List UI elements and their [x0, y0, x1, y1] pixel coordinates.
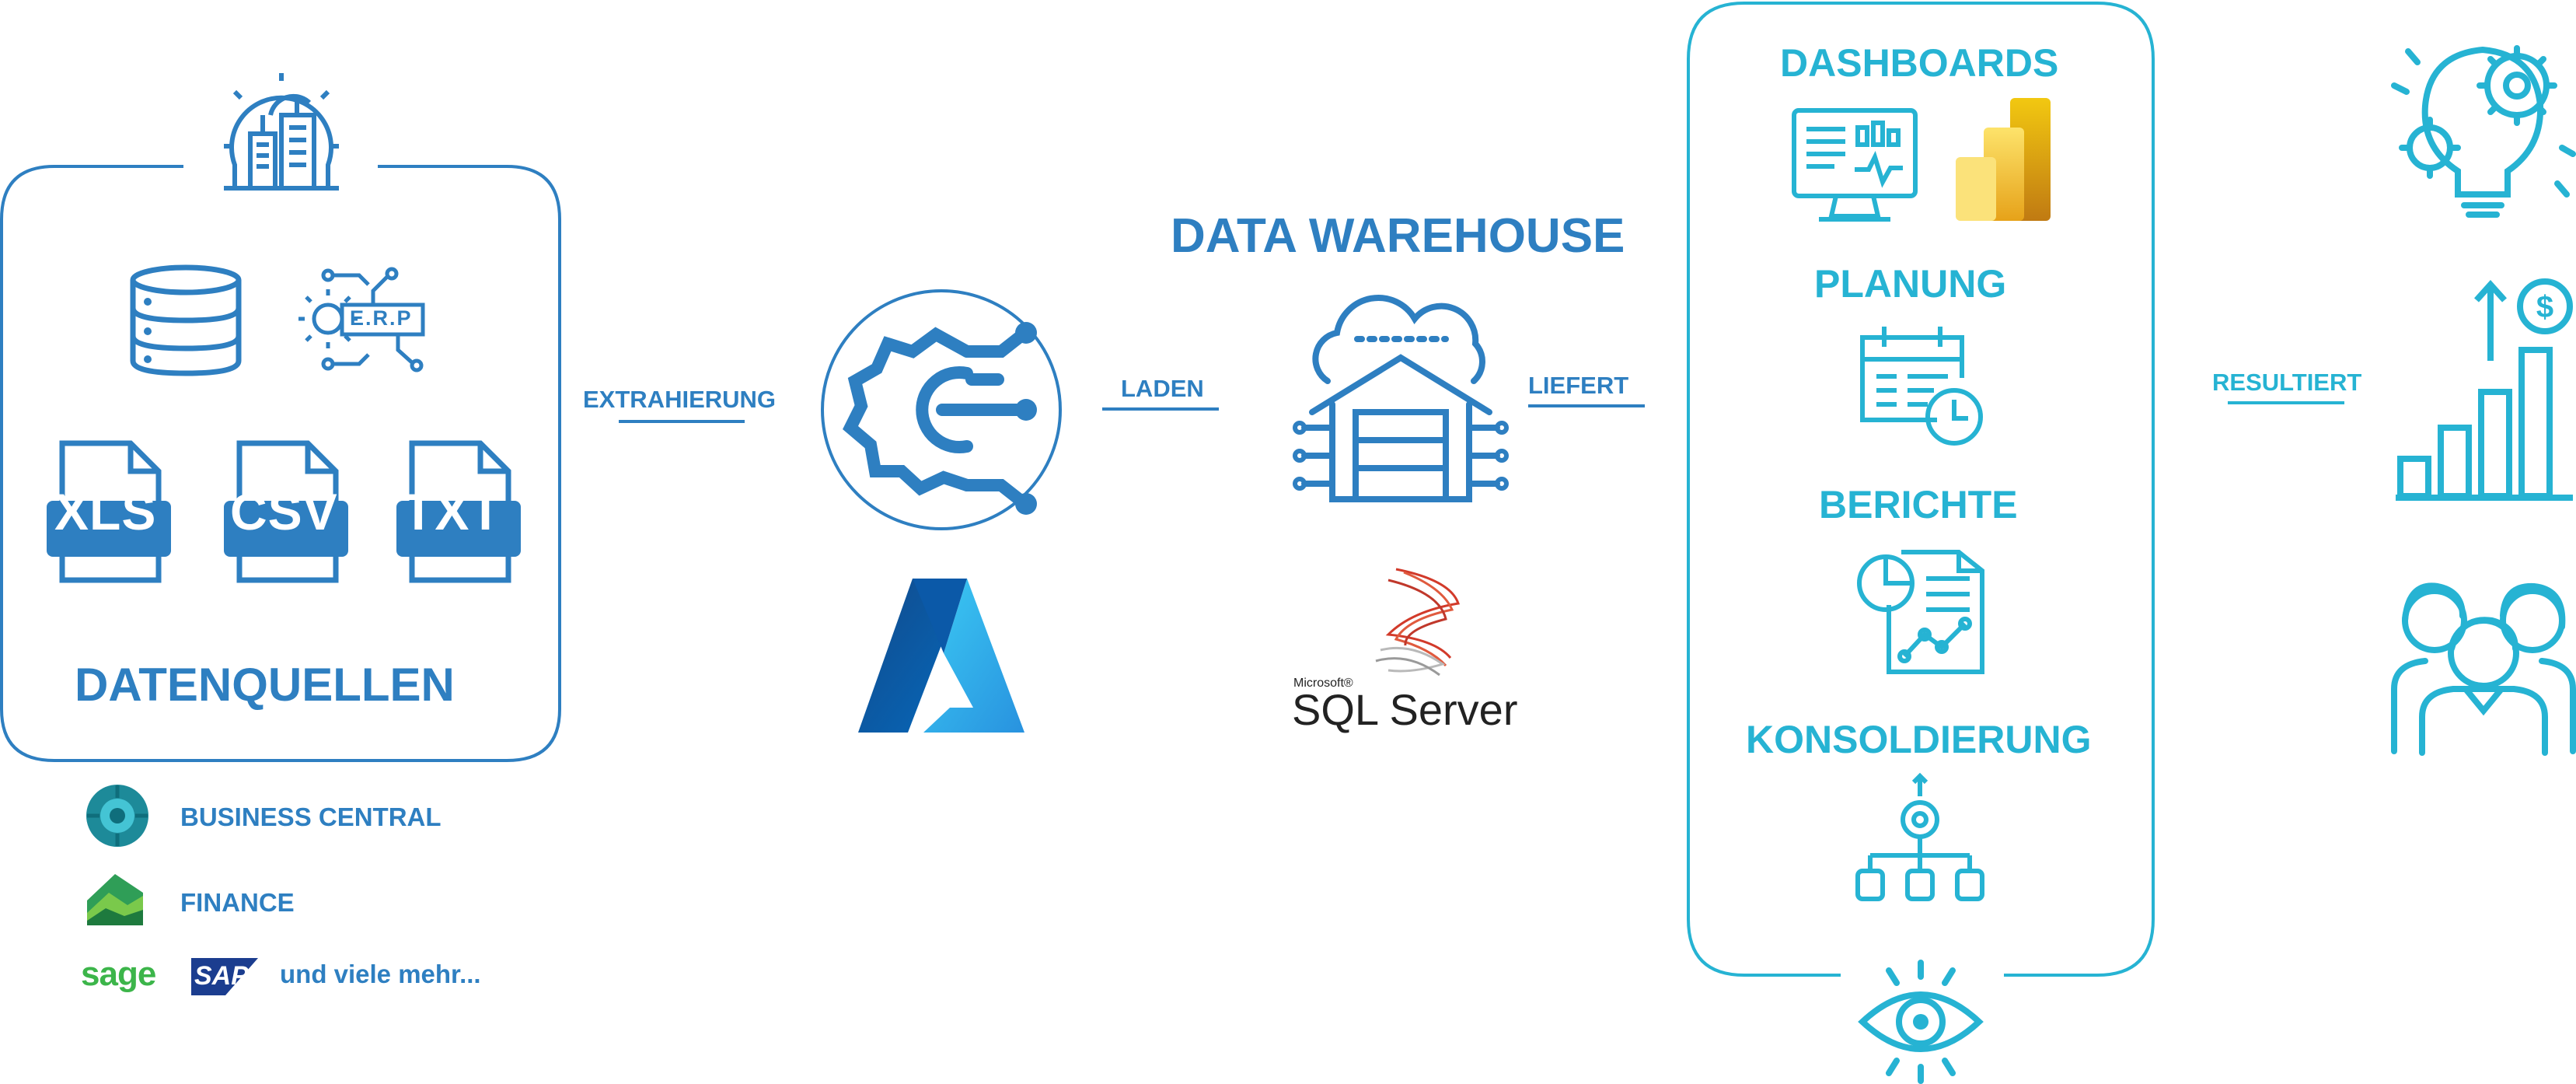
warehouse-title: DATA WAREHOUSE: [1171, 209, 1625, 263]
extract-label: EXTRAHIERUNG: [583, 386, 777, 413]
building-gear-icon: [224, 73, 339, 191]
sage-logo: sage: [81, 955, 156, 993]
finance-label: FINANCE: [180, 888, 295, 917]
report-chart-icon: [1857, 550, 1984, 674]
sources-title: DATENQUELLEN: [75, 659, 455, 711]
output-dashboards-title: DASHBOARDS: [1780, 41, 2059, 85]
growth-chart-icon: $: [2396, 278, 2573, 501]
deliver-connector: [1528, 404, 1645, 407]
eye-icon: [1858, 960, 1984, 1084]
erp-label: E.R.P: [350, 306, 413, 330]
lightbulb-gears-icon: [2391, 45, 2576, 218]
load-connector: [1102, 407, 1219, 411]
team-icon: [2391, 582, 2576, 756]
extract-connector: [619, 420, 745, 423]
business-central-logo-icon: [86, 785, 148, 847]
csv-label: CSV: [230, 483, 338, 540]
deliver-label: LIEFERT: [1528, 372, 1629, 399]
output-konsolidierung-title: KONSOLDIERUNG: [1746, 718, 2092, 761]
cloud-warehouse-icon: [1293, 295, 1509, 502]
sources-frame: [0, 165, 561, 762]
txt-label: TXT: [403, 483, 502, 540]
finance-logo-icon: [87, 874, 143, 925]
hierarchy-gear-icon: [1855, 772, 1984, 901]
sap-logo: SAP: [194, 961, 249, 991]
sql-vendor-small: Microsoft®: [1293, 677, 1353, 690]
load-label: LADEN: [1121, 375, 1204, 402]
result-label: RESULTIERT: [2212, 369, 2362, 396]
more-systems-label: und viele mehr...: [280, 960, 481, 988]
output-berichte-title: BERICHTE: [1819, 483, 2018, 526]
svg-text:$: $: [2536, 290, 2553, 324]
calendar-clock-icon: [1860, 327, 1983, 446]
azure-logo-icon: [858, 579, 1024, 733]
output-planung-title: PLANUNG: [1814, 262, 2007, 306]
sql-product-name: SQL Server: [1292, 685, 1518, 734]
result-connector: [2228, 401, 2344, 404]
database-icon: [130, 264, 242, 376]
etl-gear-icon: [821, 289, 1062, 530]
business-central-label: BUSINESS CENTRAL: [180, 803, 442, 831]
sap-logo-bg: [191, 958, 258, 995]
xls-label: XLS: [54, 483, 157, 540]
outputs-frame: [1687, 2, 2155, 977]
monitor-dashboard-icon: [1792, 108, 1918, 222]
powerbi-logo-icon: [1956, 98, 2051, 221]
